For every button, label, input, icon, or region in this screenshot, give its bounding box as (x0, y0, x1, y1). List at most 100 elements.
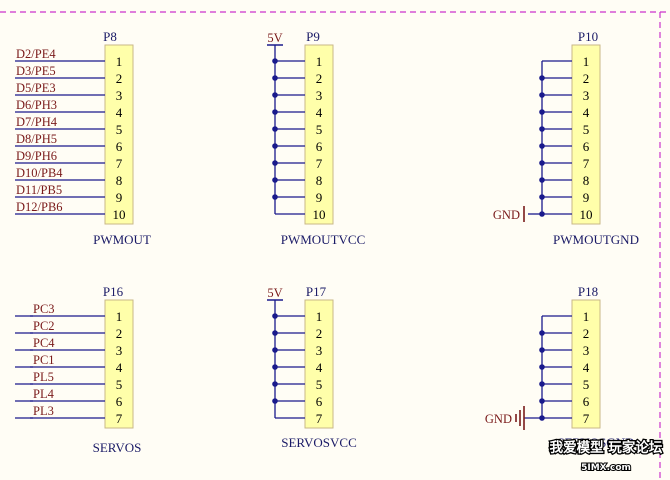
pin-number: 5 (116, 377, 123, 392)
pin-number: 6 (116, 394, 123, 409)
pin-number: 5 (583, 122, 590, 137)
connector-body (304, 299, 334, 429)
pin-number: 7 (316, 411, 323, 426)
sheet-border (0, 11, 670, 480)
connector-name: SERVOSVCC (281, 435, 357, 450)
junction-dot (539, 109, 545, 115)
junction-dot (539, 160, 545, 166)
pin-number: 4 (583, 360, 590, 375)
connector-name: PWMOUTVCC (281, 232, 366, 247)
junction-dot (539, 398, 545, 404)
pin-number: 1 (583, 54, 590, 69)
net-label: PC1 (33, 353, 55, 367)
junction-dot (272, 92, 278, 98)
pin-number: 10 (313, 207, 326, 222)
connector-ref: P9 (306, 29, 320, 44)
junction-dot (539, 194, 545, 200)
pin-number: 6 (583, 394, 590, 409)
junction-dot (539, 75, 545, 81)
pin-number: 8 (316, 173, 323, 188)
pin-number: 10 (580, 207, 593, 222)
junction-dot (272, 143, 278, 149)
junction-dot (539, 364, 545, 370)
pin-number: 5 (316, 377, 323, 392)
net-label: D11/PB5 (16, 183, 62, 197)
net-label: D8/PH5 (16, 132, 57, 146)
junction-dot (539, 330, 545, 336)
junction-dot (272, 58, 278, 64)
connector-body (571, 299, 601, 429)
junction-dot (539, 177, 545, 183)
pin-number: 9 (583, 190, 590, 205)
pin-number: 2 (583, 326, 590, 341)
pin-number: 3 (316, 343, 323, 358)
junction-dot (539, 381, 545, 387)
pin-number: 2 (316, 71, 323, 86)
net-label: D12/PB6 (16, 200, 63, 214)
connector-body (304, 44, 334, 225)
pin-number: 8 (116, 173, 123, 188)
pin-number: 7 (583, 156, 590, 171)
junction-dot (272, 364, 278, 370)
junction-dot (272, 347, 278, 353)
pin-number: 2 (316, 326, 323, 341)
junction-dot (272, 398, 278, 404)
pin-number: 4 (316, 360, 323, 375)
pin-number: 4 (583, 105, 590, 120)
pin-number: 3 (583, 88, 590, 103)
pin-number: 8 (583, 173, 590, 188)
pin-number: 2 (116, 71, 123, 86)
junction-dot (539, 143, 545, 149)
gnd-label: GND (485, 412, 512, 426)
junction-dot (272, 313, 278, 319)
net-label: D2/PE4 (16, 47, 56, 61)
pin-number: 7 (116, 156, 123, 171)
net-label: PC2 (33, 319, 55, 333)
pin-number: 6 (583, 139, 590, 154)
net-label: PL5 (33, 370, 54, 384)
connector-ref: P16 (103, 284, 124, 299)
net-label: PL3 (33, 404, 54, 418)
pin-number: 3 (116, 343, 123, 358)
connector-name: SERVOS (93, 440, 142, 455)
junction-dot (272, 194, 278, 200)
connector-ref: P10 (578, 29, 598, 44)
connector-p8: P8PWMOUT12345678910D2/PE4D3/PE5D5/PE3D6/… (15, 29, 151, 247)
pin-number: 10 (113, 207, 126, 222)
pin-number: 7 (583, 411, 590, 426)
pin-number: 6 (316, 394, 323, 409)
net-label: D7/PH4 (16, 115, 58, 129)
pin-number: 1 (583, 309, 590, 324)
connector-name: SERVOSGND (558, 435, 635, 450)
junction-dot (539, 126, 545, 132)
pin-number: 2 (116, 326, 123, 341)
pin-number: 7 (116, 411, 123, 426)
pin-number: 2 (583, 71, 590, 86)
pin-number: 1 (316, 309, 323, 324)
net-label: D9/PH6 (16, 149, 57, 163)
connector-ref: P17 (306, 284, 327, 299)
connectors-layer: P8PWMOUT12345678910D2/PE4D3/PE5D5/PE3D6/… (15, 29, 639, 455)
junction-dot (272, 381, 278, 387)
pin-number: 3 (583, 343, 590, 358)
net-label: PL4 (33, 387, 55, 401)
connector-body (571, 44, 601, 225)
connector-body (104, 44, 134, 225)
vcc-label: 5V (267, 286, 282, 300)
junction-dot (272, 177, 278, 183)
pin-number: 6 (116, 139, 123, 154)
pin-number: 5 (316, 122, 323, 137)
net-label: PC3 (33, 302, 55, 316)
watermark: 我爱模型 玩家论坛 5IMX.com (548, 438, 664, 474)
watermark-line2: 5IMX.com (581, 463, 631, 473)
junction-dot (272, 160, 278, 166)
vcc-label: 5V (267, 31, 282, 45)
pin-number: 9 (316, 190, 323, 205)
net-label: PC4 (33, 336, 55, 350)
pin-number: 3 (116, 88, 123, 103)
